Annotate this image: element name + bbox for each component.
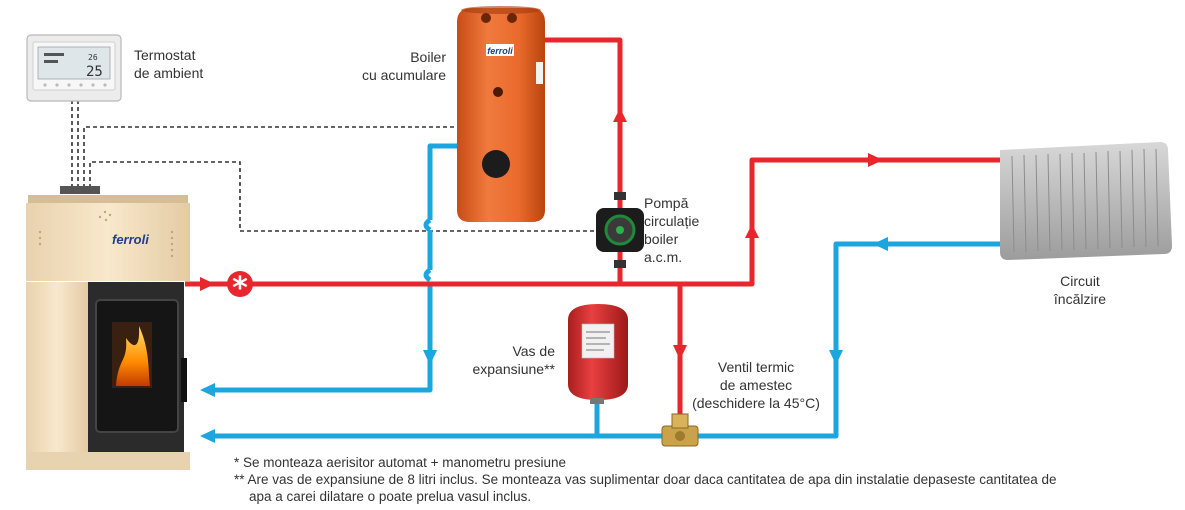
arrow-red-riser-up xyxy=(745,224,759,238)
wire-pump xyxy=(89,161,600,232)
circulation-pump xyxy=(596,192,644,268)
label-valve-1: Ventil termic xyxy=(718,359,794,375)
label-thermostat-2: de ambient xyxy=(134,65,203,81)
label-boiler-2: cu acumulare xyxy=(362,67,446,83)
arrow-blue-from-radiator xyxy=(873,237,888,251)
blue-boiler-return xyxy=(427,143,465,220)
label-boiler-1: Boiler xyxy=(410,49,446,65)
asterisk-glyph: * xyxy=(232,271,248,306)
footnote-2: ** Are vas de expansiune de 8 litri incl… xyxy=(234,472,1057,487)
blue-boiler-return-hop2 xyxy=(423,267,432,283)
flow-arrows xyxy=(200,108,888,443)
arrow-red-stove-out xyxy=(200,277,215,291)
thermostat-small: 26 xyxy=(88,53,98,62)
room-thermostat: 25 26 xyxy=(26,34,122,102)
footnote-3: apa a carei dilatare o poate prelua vasu… xyxy=(234,489,532,504)
arrow-blue-down xyxy=(829,350,843,365)
radiator xyxy=(1000,142,1172,260)
pellet-stove: ferroli xyxy=(26,186,190,470)
red-main-flow xyxy=(185,157,1005,287)
label-pump-4: a.c.m. xyxy=(644,249,682,265)
hot-water-boiler: ferroli xyxy=(457,6,545,222)
wire-boiler-sensor xyxy=(83,126,470,188)
blue-boiler-return-down xyxy=(210,286,433,393)
stove-brand: ferroli xyxy=(112,232,149,247)
arrow-blue-to-stove-upper xyxy=(200,383,215,397)
label-vessel-2: expansiune** xyxy=(472,361,555,377)
blue-boiler-return-hop xyxy=(423,217,432,233)
thermostat-temp: 25 xyxy=(86,64,103,80)
fire xyxy=(116,326,150,386)
label-pump-1: Pompă xyxy=(644,195,689,211)
mixing-valve xyxy=(661,413,699,447)
arrow-red-mixer-down xyxy=(673,345,687,360)
label-heating-1: Circuit xyxy=(1060,273,1100,289)
blue-main-return xyxy=(210,241,1005,439)
arrow-blue-boiler-down xyxy=(423,350,437,365)
air-vent-marker: * xyxy=(227,271,253,306)
cold-pipes xyxy=(210,143,1005,439)
label-pump-3: boiler xyxy=(644,231,679,247)
arrow-blue-to-stove-lower xyxy=(200,429,215,443)
label-valve-3: (deschidere la 45°C) xyxy=(692,395,820,411)
red-boiler-flow xyxy=(545,37,623,284)
expansion-vessel xyxy=(568,304,628,404)
labels: Termostat de ambient Boiler cu acumulare… xyxy=(134,47,1106,411)
control-wires xyxy=(71,100,600,232)
arrow-red-to-radiator xyxy=(868,153,883,167)
label-valve-2: de amestec xyxy=(720,377,792,393)
footnote-1: * Se monteaza aerisitor automat + manome… xyxy=(234,455,567,470)
boiler-brand: ferroli xyxy=(487,46,513,56)
arrow-red-boiler-up xyxy=(613,108,627,122)
label-thermostat-1: Termostat xyxy=(134,47,196,63)
label-heating-2: încălzire xyxy=(1053,291,1106,307)
label-pump-2: circulație xyxy=(644,213,699,229)
label-vessel-1: Vas de xyxy=(512,343,555,359)
